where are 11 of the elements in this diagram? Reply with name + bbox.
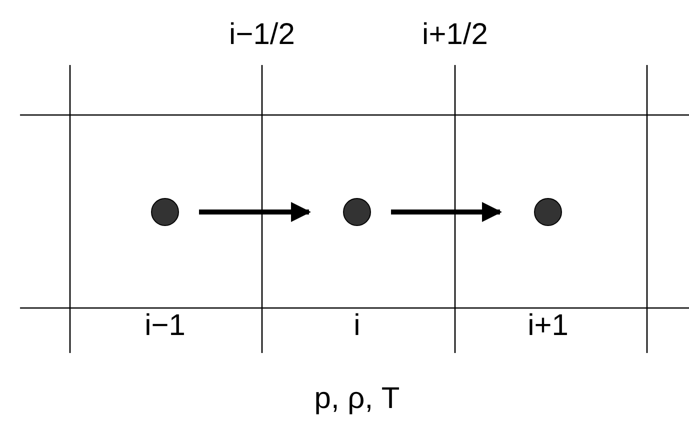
arrow [199, 202, 311, 222]
face-index-label: i−1/2 [229, 18, 295, 52]
cell-index-label: i [354, 309, 360, 343]
grid-point-dot [343, 198, 371, 226]
arrow [391, 202, 502, 222]
variable-label: p, ρ, T [314, 382, 400, 416]
cell-index-label: i+1 [528, 309, 568, 343]
grid-point-dot [151, 198, 179, 226]
cell-index-label: i−1 [144, 309, 186, 343]
face-index-label: i+1/2 [422, 18, 488, 52]
grid-point-dot [534, 198, 562, 226]
